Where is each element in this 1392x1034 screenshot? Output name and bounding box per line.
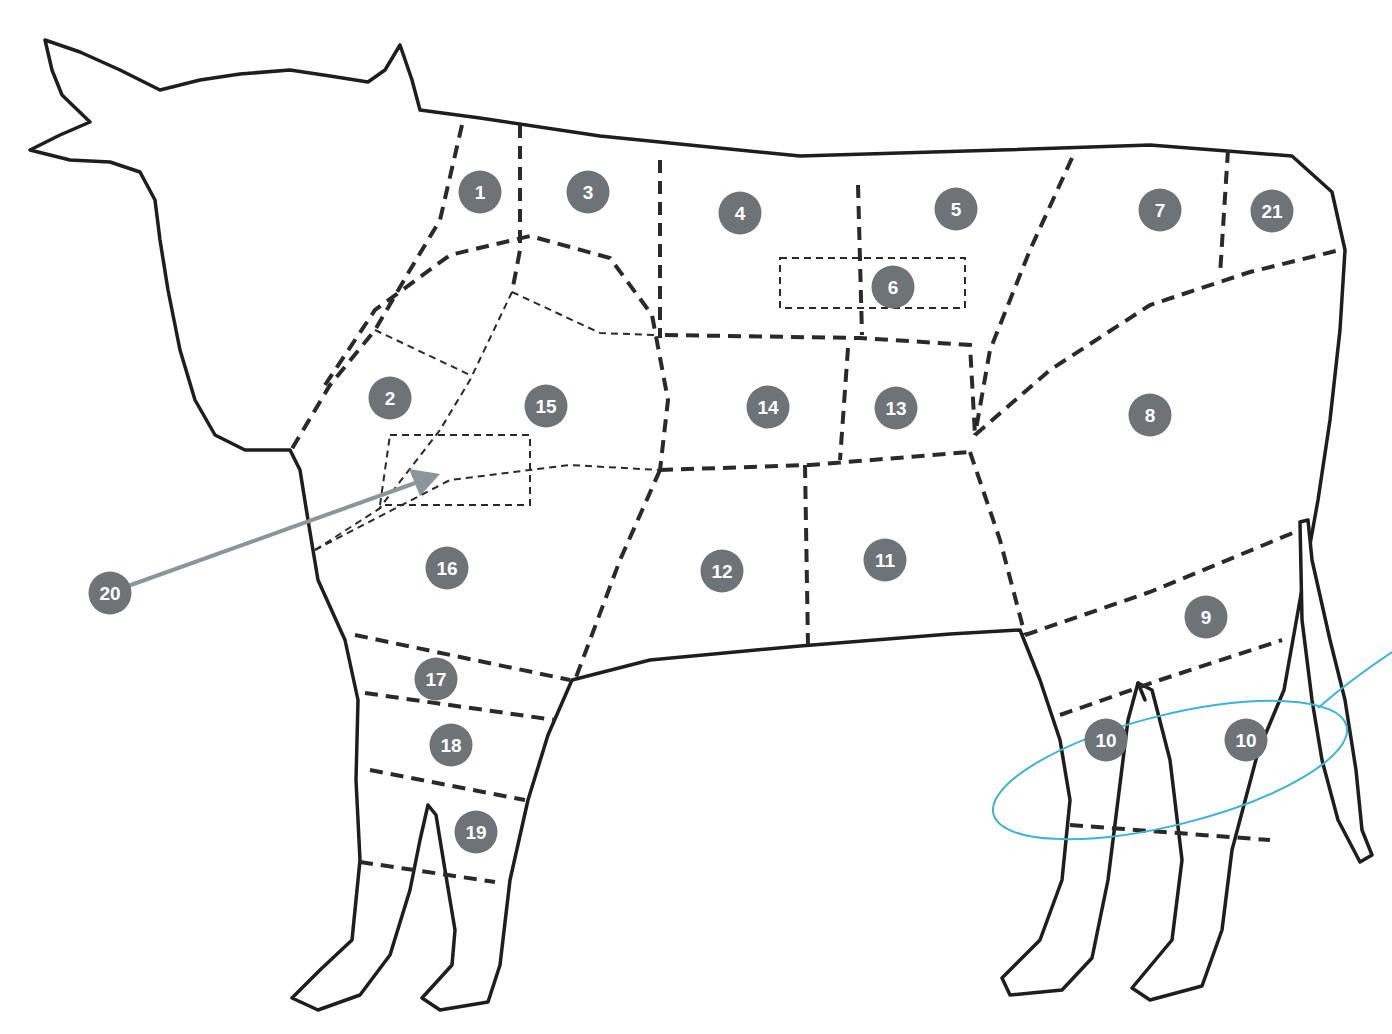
circle-fill: [455, 811, 498, 854]
callout-number: 3: [566, 170, 610, 214]
circle-fill: [1251, 190, 1294, 233]
circle-fill: [459, 171, 502, 214]
callout-number: 6: [871, 265, 915, 309]
cut-number: 4: [718, 191, 762, 235]
callout-number: 18: [429, 723, 473, 767]
circle-fill: [1225, 719, 1268, 762]
cut-number: 13: [874, 386, 918, 430]
cut-number: 14: [746, 385, 790, 429]
cut-number: 8: [1128, 393, 1172, 437]
fine-cut-lines: [315, 258, 965, 550]
cut-number: 19: [454, 810, 498, 854]
circle-fill: [1185, 596, 1228, 639]
circle-fill: [525, 385, 568, 428]
cut-number: 10: [1224, 718, 1268, 762]
circle-fill: [1139, 189, 1182, 232]
cut-number: 5: [934, 187, 978, 231]
cut-number: 20: [88, 571, 132, 615]
callout-number: 14: [746, 385, 790, 429]
callout-number: 15: [524, 384, 568, 428]
cut-number: 16: [425, 546, 469, 590]
callout-number: 11: [863, 538, 907, 582]
circle-fill: [864, 539, 907, 582]
callout-number: 10: [1084, 718, 1128, 762]
cut-number: 11: [863, 538, 907, 582]
cut-number: 7: [1138, 188, 1182, 232]
circle-fill: [935, 188, 978, 231]
callout-number: 4: [718, 191, 762, 235]
callout-number: 19: [454, 810, 498, 854]
callout-number: 2: [368, 376, 412, 420]
cow-outline: [30, 40, 1345, 1010]
callout-number: 17: [414, 657, 458, 701]
callout-number: 9: [1184, 595, 1228, 639]
cut-number: 18: [429, 723, 473, 767]
cow-tail: [1300, 520, 1372, 862]
callout-number: 7: [1138, 188, 1182, 232]
annotation-ellipse: [980, 652, 1392, 867]
circle-fill: [567, 171, 610, 214]
callout-number: 8: [1128, 393, 1172, 437]
circle-fill: [875, 387, 918, 430]
circle-fill: [89, 572, 132, 615]
callout-number: 21: [1250, 189, 1294, 233]
cut-number: 9: [1184, 595, 1228, 639]
circle-fill: [719, 192, 762, 235]
circle-fill: [415, 658, 458, 701]
callout-number: 10: [1224, 718, 1268, 762]
cut-number: 1: [458, 170, 502, 214]
cut-number: 12: [700, 549, 744, 593]
callout-number: 20: [88, 571, 132, 615]
cut-lines: [290, 125, 1340, 882]
callout-number: 12: [700, 549, 744, 593]
cut-number: 17: [414, 657, 458, 701]
circle-fill: [747, 386, 790, 429]
callout-number: 5: [934, 187, 978, 231]
circle-fill: [430, 724, 473, 767]
cut-number: 3: [566, 170, 610, 214]
callout-number: 1: [458, 170, 502, 214]
callout-number: 13: [874, 386, 918, 430]
cut-number: 15: [524, 384, 568, 428]
circle-fill: [872, 266, 915, 309]
circle-fill: [1085, 719, 1128, 762]
circle-fill: [701, 550, 744, 593]
cut-number: 6: [871, 265, 915, 309]
cut-number: 2: [368, 376, 412, 420]
circle-fill: [1129, 394, 1172, 437]
leader-arrow: [128, 469, 440, 586]
cut-number: 21: [1250, 189, 1294, 233]
circle-fill: [369, 377, 412, 420]
callout-number: 16: [425, 546, 469, 590]
cut-number: 10: [1084, 718, 1128, 762]
circle-fill: [426, 547, 469, 590]
